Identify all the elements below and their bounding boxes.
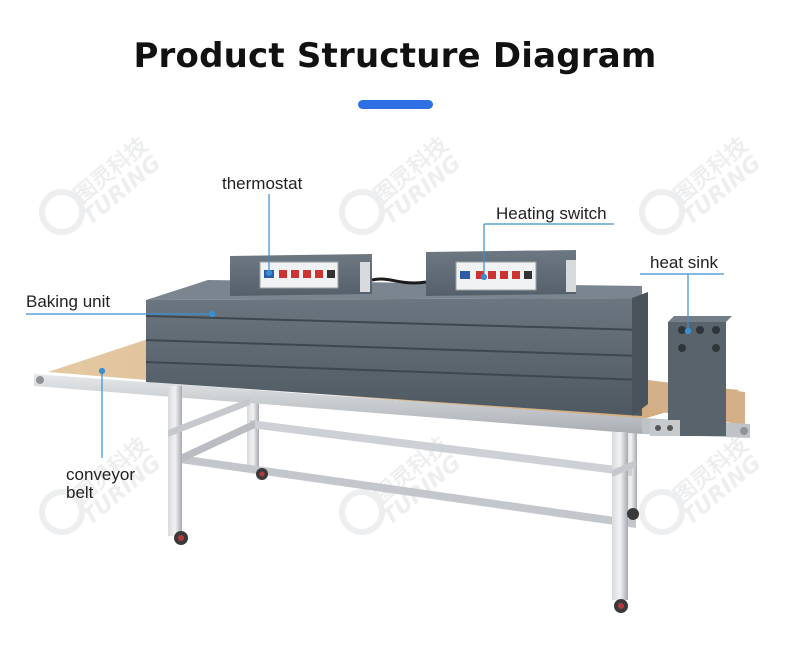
leader-dot-baking [208,310,216,318]
label-thermostat: thermostat [222,174,303,193]
page-title: Product Structure Diagram [133,36,657,76]
label-heating-switch: Heating switch [496,204,607,223]
label-conveyor-belt: conveyor belt [66,465,135,502]
watermark-logo: 图灵科技 TURING [639,432,766,535]
power-cable [371,277,427,285]
watermark-logo: 图灵科技 TURING [639,132,766,235]
heat-sink-unit [650,316,732,436]
label-heat-sink: heat sink [650,253,719,272]
label-baking-unit: Baking unit [26,292,111,311]
conveyor-frame-front [168,386,636,600]
control-box-right [426,250,576,296]
control-box-left [230,254,372,296]
leader-dot-conveyor [98,367,106,375]
title-accent-bar [358,100,433,109]
leader-dot-sink [684,327,692,335]
leader-dot-thermostat [265,269,273,277]
watermark-logo: 图灵科技 TURING [39,132,166,235]
watermark-logo: 图灵科技 TURING [339,132,466,235]
caster-wheels [174,468,639,613]
leader-lines [26,194,724,458]
leader-dot-heating [480,273,488,281]
